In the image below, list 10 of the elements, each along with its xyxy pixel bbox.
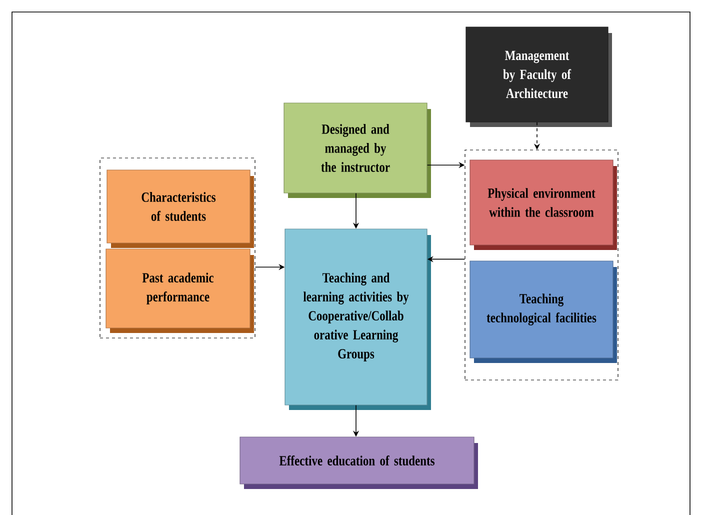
text-box: Teaching technological facilities bbox=[470, 260, 617, 363]
text-box: Characteristics of students bbox=[106, 170, 254, 248]
text-box: Teaching and learning activities by Cooperative/Collab orative Learning Groups bbox=[284, 228, 431, 410]
text-box: Physical environment within the classroom bbox=[470, 160, 617, 250]
text-box: Management by Faculty of Architecture bbox=[466, 26, 612, 127]
text-box: Past academic performance bbox=[106, 248, 254, 333]
dashed-group-frame bbox=[464, 150, 618, 380]
text-box: Designed and managed by the instructor bbox=[284, 102, 431, 198]
text-box: Effective education of students bbox=[240, 436, 478, 489]
dashed-group-frame bbox=[100, 158, 256, 338]
